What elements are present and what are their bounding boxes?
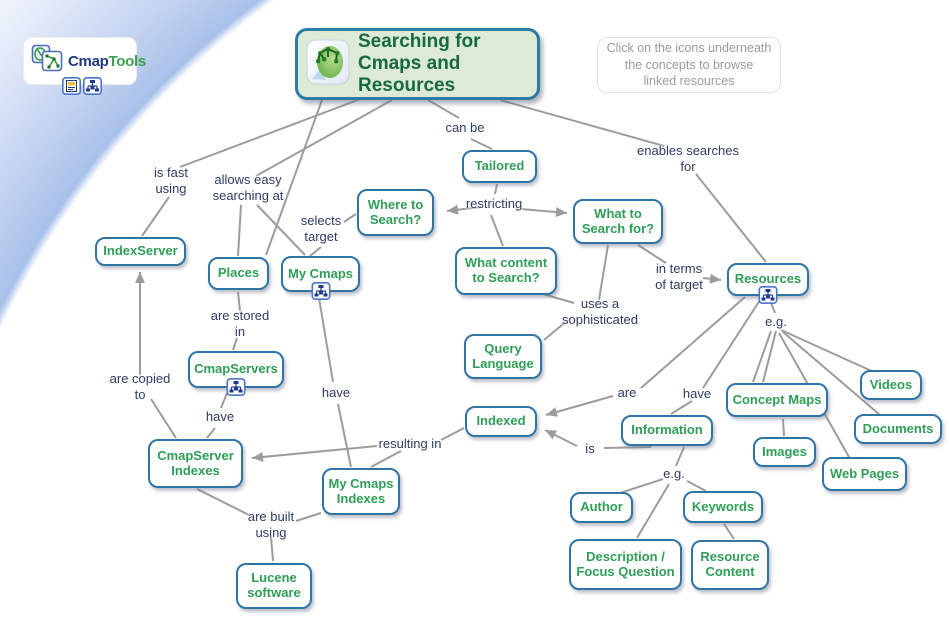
linking-phrase-4: restricting [465, 195, 523, 211]
linking-phrase-12: resulting in [378, 435, 442, 451]
concept-node-web-pages[interactable]: Web Pages [822, 457, 907, 491]
concept-node-query-language[interactable]: Query Language [464, 334, 542, 379]
annotation-note: Click on the icons underneath the concep… [597, 37, 781, 93]
concept-label: Documents [862, 420, 934, 436]
linking-phrase-8: are stored in [210, 307, 270, 339]
linking-phrase-2: allows easy searching at [212, 171, 284, 203]
cmap-resource-icon[interactable] [83, 77, 102, 95]
concept-node-what-to-search-for[interactable]: What to Search for? [573, 199, 663, 244]
concept-label: CmapServers [194, 361, 278, 377]
concept-label: Query Language [472, 340, 534, 371]
concept-label: My Cmaps Indexes [328, 475, 394, 506]
cmaptools-logo-icon [30, 41, 66, 82]
concept-label: Keywords [691, 498, 755, 514]
linking-phrase-9: are copied to [109, 370, 171, 402]
concept-node-resource-content[interactable]: Resource Content [691, 540, 769, 590]
concept-node-indexed[interactable]: Indexed [465, 406, 537, 437]
document-resource-icon[interactable] [62, 77, 81, 95]
concept-node-concept-maps[interactable]: Concept Maps [726, 383, 828, 417]
concept-label: Lucene software [247, 570, 301, 600]
map-title-node[interactable]: Searching for Cmaps and Resources [295, 28, 540, 100]
linking-phrase-15: is [585, 440, 595, 456]
linking-phrase-11: have [321, 384, 351, 400]
concept-label: Description / Focus Question [576, 548, 675, 579]
concept-label: Author [580, 499, 623, 515]
concept-node-description-focus-question[interactable]: Description / Focus Question [569, 539, 682, 590]
concept-label: What content to Search? [464, 255, 548, 285]
cmap-resources-icon[interactable] [226, 378, 246, 396]
concept-node-information[interactable]: Information [621, 415, 713, 446]
linking-phrase-3: selects target [300, 212, 342, 244]
concept-node-lucene-software[interactable]: Lucene software [236, 563, 312, 609]
linking-phrase-13: are [617, 384, 637, 400]
linking-phrase-10: have [205, 408, 235, 424]
concept-node-indexserver[interactable]: IndexServer [95, 237, 186, 266]
concept-node-images[interactable]: Images [753, 437, 816, 467]
concept-node-videos[interactable]: Videos [860, 370, 922, 400]
concept-label: Resources [734, 271, 802, 287]
linking-phrase-7: uses a sophisticated [562, 295, 638, 327]
concept-label: IndexServer [103, 243, 178, 259]
concept-label: Web Pages [829, 465, 900, 481]
concept-label: Concept Maps [732, 391, 822, 407]
concept-label: Videos [869, 376, 913, 392]
cmaptools-wordmark: CmapTools [68, 52, 146, 70]
concept-node-author[interactable]: Author [570, 492, 633, 523]
linking-phrase-5: enables searches for [637, 142, 739, 174]
cmap-resources-icon[interactable] [758, 286, 778, 304]
concept-node-keywords[interactable]: Keywords [683, 491, 763, 523]
concept-node-places[interactable]: Places [208, 257, 269, 290]
concept-node-resources[interactable]: Resources [727, 263, 809, 304]
concept-node-cmapservers[interactable]: CmapServers [188, 351, 284, 396]
concept-label: What to Search for? [581, 205, 655, 236]
concept-node-where-to-search[interactable]: Where to Search? [357, 189, 434, 236]
linking-phrase-14: have [682, 385, 712, 401]
concept-label: Resource Content [700, 549, 760, 579]
linking-phrase-17: e.g. [663, 465, 685, 481]
concept-label: Tailored [474, 158, 525, 174]
concept-label: Where to Search? [367, 196, 424, 227]
linking-phrase-16: e.g. [765, 313, 787, 329]
linking-phrase-6: in terms of target [655, 260, 703, 292]
concept-node-tailored[interactable]: Tailored [462, 150, 537, 183]
linking-phrase-1: is fast using [154, 164, 188, 196]
concept-node-my-cmaps[interactable]: My Cmaps [281, 256, 360, 300]
concept-node-documents[interactable]: Documents [854, 414, 942, 444]
concept-label: My Cmaps [287, 265, 354, 281]
concept-label: CmapServer Indexes [157, 447, 234, 478]
concept-label: Places [217, 265, 260, 281]
concept-node-cmapserver-indexes[interactable]: CmapServer Indexes [148, 439, 243, 488]
linking-phrase-0: can be [445, 119, 485, 135]
concept-label: Images [762, 443, 807, 459]
cmap-blob-icon [306, 39, 350, 90]
concept-label: Indexed [476, 413, 526, 429]
map-title: Searching for Cmaps and Resources [358, 31, 481, 96]
concept-node-what-content-to-search[interactable]: What content to Search? [455, 247, 557, 295]
cmap-resources-icon[interactable] [311, 282, 331, 300]
linking-phrase-18: are built using [247, 508, 295, 540]
concept-node-my-cmaps-indexes[interactable]: My Cmaps Indexes [322, 468, 400, 515]
concept-label: Information [631, 422, 703, 438]
